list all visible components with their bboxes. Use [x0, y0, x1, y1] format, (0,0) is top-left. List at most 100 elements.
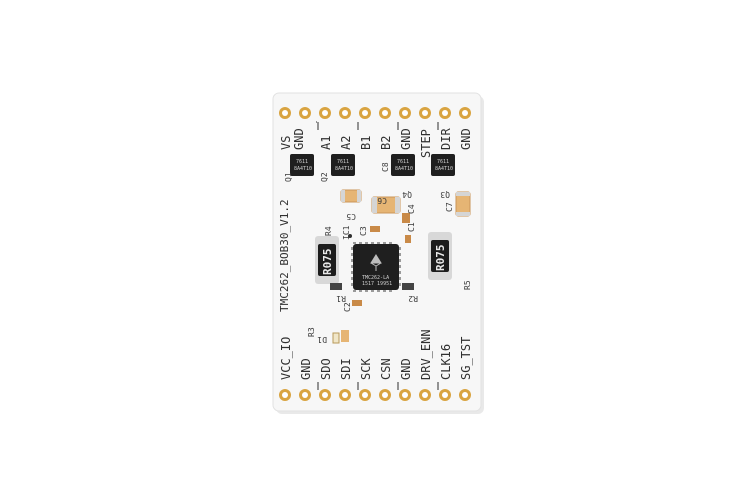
svg-text:7611: 7611 — [337, 159, 349, 165]
pin-label-vs: VS — [279, 136, 293, 150]
pin-label-b2: B2 — [379, 136, 393, 150]
designator-d1: D1 — [317, 335, 327, 344]
ic-lead — [389, 242, 392, 244]
ic-lead — [383, 290, 386, 292]
pin-label-a2: A2 — [339, 136, 353, 150]
pad-hole — [382, 392, 388, 398]
pad-hole — [422, 110, 428, 116]
sense-resistor-r5: R075 — [428, 232, 452, 280]
led-d1 — [332, 332, 340, 344]
ic-lead — [351, 265, 353, 268]
ic-lead — [351, 283, 353, 286]
pad-hole — [402, 110, 408, 116]
ic-lead — [399, 247, 401, 250]
svg-text:8A4T10: 8A4T10 — [294, 166, 312, 172]
top-pin-group-marks — [316, 121, 439, 130]
bottom-pin-group-marks — [317, 382, 439, 390]
designator-q3: Q3 — [440, 190, 450, 199]
svg-text:7611: 7611 — [437, 159, 449, 165]
pin-label-gnd: GND — [399, 128, 413, 150]
trinamic-logo-icon — [370, 254, 382, 271]
ic-leads — [351, 242, 401, 292]
pad-hole — [362, 110, 368, 116]
designator-c3: C3 — [359, 226, 368, 236]
pin-label-gnd: GND — [299, 358, 313, 380]
capacitor-c7 — [455, 191, 471, 217]
designator-c8: C8 — [381, 162, 390, 172]
pin-label-csn: CSN — [379, 358, 393, 380]
pad-hole — [342, 392, 348, 398]
designator-c1: C1 — [407, 222, 416, 232]
designator-q2: Q2 — [320, 172, 329, 182]
pad-hole — [302, 392, 308, 398]
designator-r5: R5 — [463, 280, 472, 290]
svg-text:TMC262-LA: TMC262-LA — [362, 275, 389, 281]
pad-hole — [342, 110, 348, 116]
designator-c5: C5 — [346, 212, 356, 221]
capacitor-c2 — [352, 300, 362, 306]
svg-text:7611: 7611 — [296, 159, 308, 165]
capacitor-c6 — [371, 196, 401, 214]
ic-lead — [371, 290, 374, 292]
ic-lead — [383, 242, 386, 244]
ic-lead — [399, 259, 401, 262]
ic-lead — [377, 242, 380, 244]
capacitor-c4 — [402, 213, 410, 223]
ic-lead — [365, 290, 368, 292]
pin-label-gnd: GND — [292, 128, 306, 150]
pad-hole — [322, 110, 328, 116]
pad-hole — [282, 110, 288, 116]
top-header-pins — [279, 107, 471, 119]
resistor-marking: R075 — [321, 249, 334, 276]
pad-hole — [322, 392, 328, 398]
ic-lead — [389, 290, 392, 292]
resistor-marking: R075 — [434, 245, 447, 272]
capacitor-c5 — [340, 189, 362, 203]
top-pin-labels: VS GND A1 A2 B1 B2 GND STEP DIR GND — [279, 128, 473, 158]
designator-r3: R3 — [307, 327, 316, 337]
pin-label-sg-tst: SG_TST — [459, 337, 473, 380]
ic-lead — [351, 247, 353, 250]
driver-ic-tmc262: TMC262-LA 1517 19951 — [353, 244, 399, 290]
designator-r1: R1 — [336, 294, 346, 303]
svg-text:1517 19951: 1517 19951 — [362, 281, 392, 287]
ic-lead — [365, 242, 368, 244]
pin1-marker — [348, 234, 352, 238]
designator-c2: C2 — [343, 302, 352, 312]
pin-label-gnd: GND — [399, 358, 413, 380]
svg-text:8A4T10: 8A4T10 — [395, 166, 413, 172]
resistor-r3 — [341, 330, 349, 342]
designator-q1: Q1 — [284, 172, 293, 182]
pin-label-gnd: GND — [459, 128, 473, 150]
ic-lead — [399, 253, 401, 256]
pin-label-drv-enn: DRV_ENN — [419, 329, 433, 380]
pad-hole — [462, 392, 468, 398]
capacitor-c1 — [405, 235, 411, 243]
pin-label-sdo: SDO — [319, 358, 333, 380]
pad-hole — [422, 392, 428, 398]
designator-r4: R4 — [324, 226, 333, 236]
ic-lead — [359, 290, 362, 292]
svg-text:7611: 7611 — [397, 159, 409, 165]
bottom-pin-labels: VCC_IO GND SDO SDI SCK CSN GND DRV_ENN C… — [279, 329, 473, 380]
bottom-header-pins — [279, 389, 471, 401]
pin-label-clk16: CLK16 — [439, 344, 453, 380]
ic-lead — [353, 290, 356, 292]
pin-label-sdi: SDI — [339, 358, 353, 380]
capacitor-c3 — [370, 226, 380, 232]
designator-q4: Q4 — [402, 190, 412, 199]
pin-label-sck: SCK — [359, 358, 373, 380]
ic-lead — [351, 253, 353, 256]
pad-hole — [282, 392, 288, 398]
pad-hole — [442, 392, 448, 398]
svg-text:8A4T10: 8A4T10 — [435, 166, 453, 172]
ic-lead — [399, 271, 401, 274]
ic-lead — [359, 242, 362, 244]
pad-hole — [362, 392, 368, 398]
designator-c7: C7 — [445, 202, 454, 212]
pad-hole — [462, 110, 468, 116]
